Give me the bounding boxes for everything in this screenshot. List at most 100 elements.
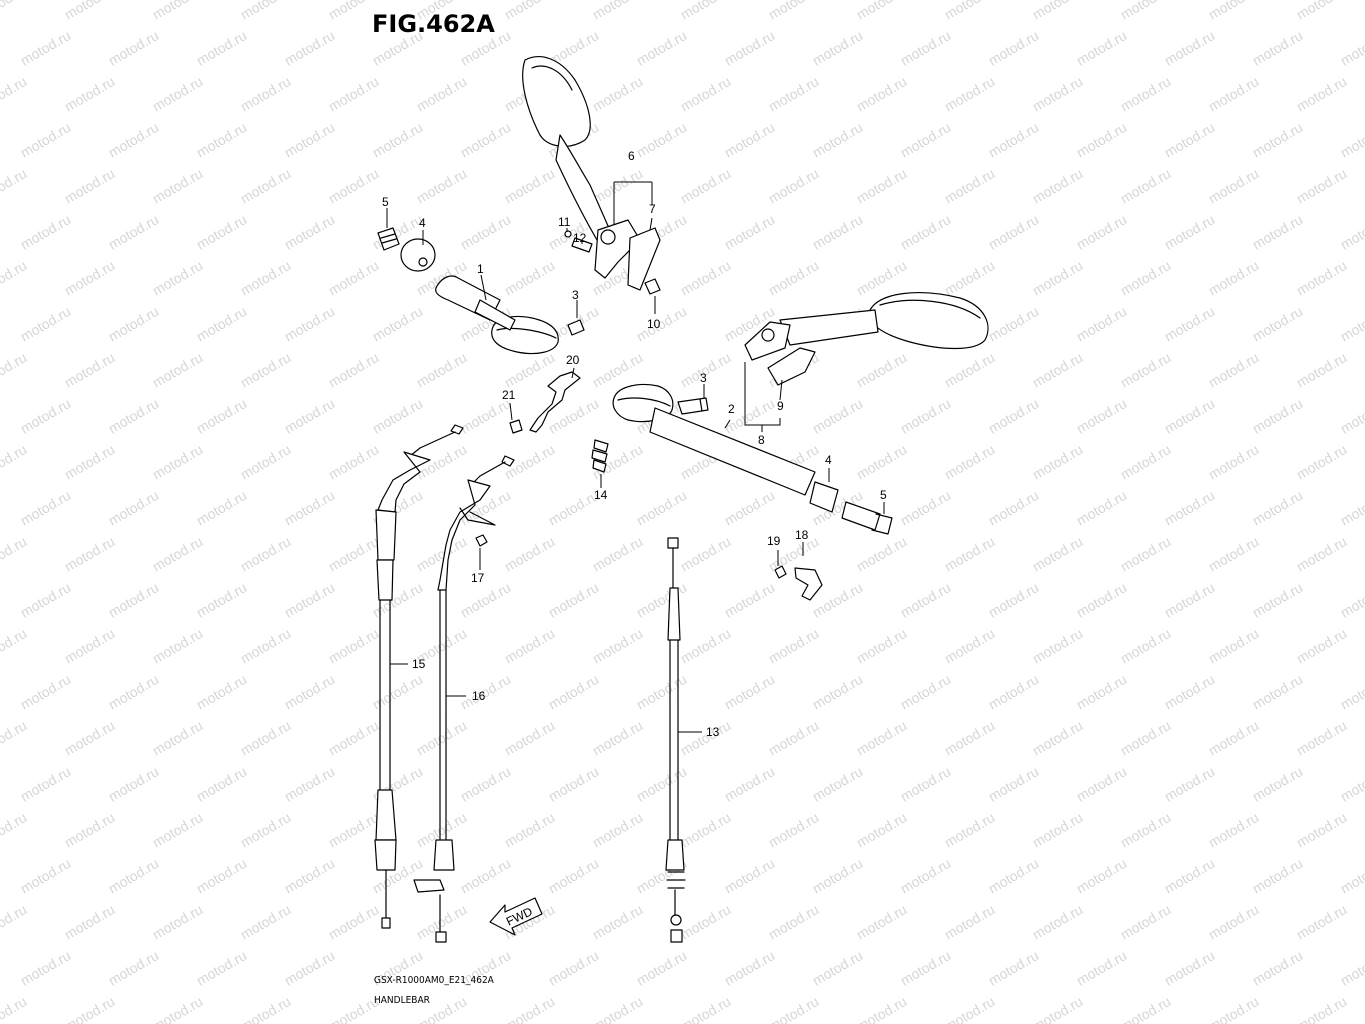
watermark-text: motod.ru: [1118, 165, 1174, 206]
watermark-text: motod.ru: [0, 533, 29, 574]
watermark-text: motod.ru: [0, 809, 29, 850]
watermark-text: motod.ru: [502, 165, 558, 206]
watermark-text: motod.ru: [18, 119, 74, 160]
watermark-text: motod.ru: [150, 901, 206, 942]
watermark-text: motod.ru: [1030, 257, 1086, 298]
watermark-text: motod.ru: [1074, 763, 1130, 804]
callout-10: 10: [647, 317, 661, 331]
watermark-text: motod.ru: [1030, 717, 1086, 758]
watermark-text: motod.ru: [18, 303, 74, 344]
watermark-text: motod.ru: [502, 809, 558, 850]
watermark-text: motod.ru: [1118, 993, 1174, 1024]
watermark-text: motod.ru: [986, 27, 1042, 68]
watermark-text: motod.ru: [1250, 211, 1306, 252]
watermark-text: motod.ru: [722, 211, 778, 252]
watermark-text: motod.ru: [194, 211, 250, 252]
watermark-text: motod.ru: [810, 395, 866, 436]
watermark-text: motod.ru: [194, 855, 250, 896]
callout-8: 8: [758, 433, 765, 447]
watermark-text: motod.ru: [722, 763, 778, 804]
watermark-text: motod.ru: [722, 487, 778, 528]
watermark-text: motod.ru: [106, 947, 162, 988]
watermark-text: motod.ru: [62, 717, 118, 758]
watermark-text: motod.ru: [854, 993, 910, 1024]
watermark-text: motod.ru: [1206, 441, 1262, 482]
watermark-text: motod.ru: [590, 809, 646, 850]
callout-17: 17: [471, 571, 485, 585]
watermark-text: motod.ru: [1162, 303, 1218, 344]
watermark-text: motod.ru: [18, 855, 74, 896]
watermark-text: motod.ru: [590, 993, 646, 1024]
watermark-text: motod.ru: [1294, 625, 1350, 666]
watermark-text: motod.ru: [106, 487, 162, 528]
watermark-text: motod.ru: [1294, 809, 1350, 850]
watermark-text: motod.ru: [1074, 579, 1130, 620]
watermark-text: motod.ru: [282, 671, 338, 712]
watermark-text: motod.ru: [1206, 809, 1262, 850]
watermark-text: motod.ru: [1118, 717, 1174, 758]
watermark-text: motod.ru: [282, 487, 338, 528]
watermark-text: motod.ru: [106, 119, 162, 160]
watermark-text: motod.ru: [634, 119, 690, 160]
watermark-text: motod.ru: [1294, 257, 1350, 298]
watermark-text: motod.ru: [766, 717, 822, 758]
watermark-text: motod.ru: [854, 257, 910, 298]
watermark-text: motod.ru: [678, 165, 734, 206]
watermark-text: motod.ru: [942, 625, 998, 666]
watermark-text: motod.ru: [678, 73, 734, 114]
watermark-text: motod.ru: [1206, 257, 1262, 298]
watermark-text: motod.ru: [1162, 947, 1218, 988]
watermark-text: motod.ru: [854, 0, 910, 23]
watermark-text: motod.ru: [194, 395, 250, 436]
watermark-text: motod.ru: [150, 165, 206, 206]
watermark-text: motod.ru: [1030, 625, 1086, 666]
watermark-text: motod.ru: [0, 165, 29, 206]
watermark-text: motod.ru: [1338, 763, 1365, 804]
watermark-text: motod.ru: [854, 625, 910, 666]
watermark-text: motod.ru: [854, 165, 910, 206]
watermark-text: motod.ru: [1074, 395, 1130, 436]
watermark-text: motod.ru: [150, 257, 206, 298]
watermark-text: motod.ru: [458, 671, 514, 712]
watermark-text: motod.ru: [1338, 303, 1365, 344]
watermark-text: motod.ru: [722, 119, 778, 160]
clutch-cable-13: [665, 537, 686, 943]
watermark-text: motod.ru: [634, 579, 690, 620]
watermark-text: motod.ru: [1250, 395, 1306, 436]
callout-1: 1: [477, 262, 484, 276]
watermark-text: motod.ru: [370, 671, 426, 712]
watermark-text: motod.ru: [458, 763, 514, 804]
watermark-text: motod.ru: [1338, 395, 1365, 436]
watermark-text: motod.ru: [150, 349, 206, 390]
callout-19: 19: [767, 534, 781, 548]
watermark-text: motod.ru: [282, 303, 338, 344]
watermark-text: motod.ru: [150, 73, 206, 114]
watermark-text: motod.ru: [1118, 809, 1174, 850]
watermark-text: motod.ru: [766, 0, 822, 23]
watermark-text: motod.ru: [898, 119, 954, 160]
watermark-text: motod.ru: [766, 165, 822, 206]
watermark-text: motod.ru: [942, 901, 998, 942]
watermark-text: motod.ru: [1250, 303, 1306, 344]
watermark-text: motod.ru: [810, 947, 866, 988]
watermark-text: motod.ru: [326, 73, 382, 114]
watermark-text: motod.ru: [502, 625, 558, 666]
watermark-text: motod.ru: [1118, 533, 1174, 574]
watermark-text: motod.ru: [1030, 901, 1086, 942]
watermark-text: motod.ru: [854, 349, 910, 390]
watermark-text: motod.ru: [986, 671, 1042, 712]
watermark-text: motod.ru: [810, 27, 866, 68]
watermark-text: motod.ru: [1250, 855, 1306, 896]
watermark-text: motod.ru: [1294, 993, 1350, 1024]
watermark-text: motod.ru: [106, 27, 162, 68]
watermark-text: motod.ru: [1030, 533, 1086, 574]
watermark-text: motod.ru: [18, 395, 74, 436]
watermark-text: motod.ru: [414, 349, 470, 390]
watermark-text: motod.ru: [1338, 579, 1365, 620]
watermark-text: motod.ru: [722, 27, 778, 68]
watermark-text: motod.ru: [1294, 73, 1350, 114]
watermark-text: motod.ru: [634, 763, 690, 804]
watermark-text: motod.ru: [458, 579, 514, 620]
watermark-text: motod.ru: [722, 671, 778, 712]
watermark-text: motod.ru: [678, 809, 734, 850]
